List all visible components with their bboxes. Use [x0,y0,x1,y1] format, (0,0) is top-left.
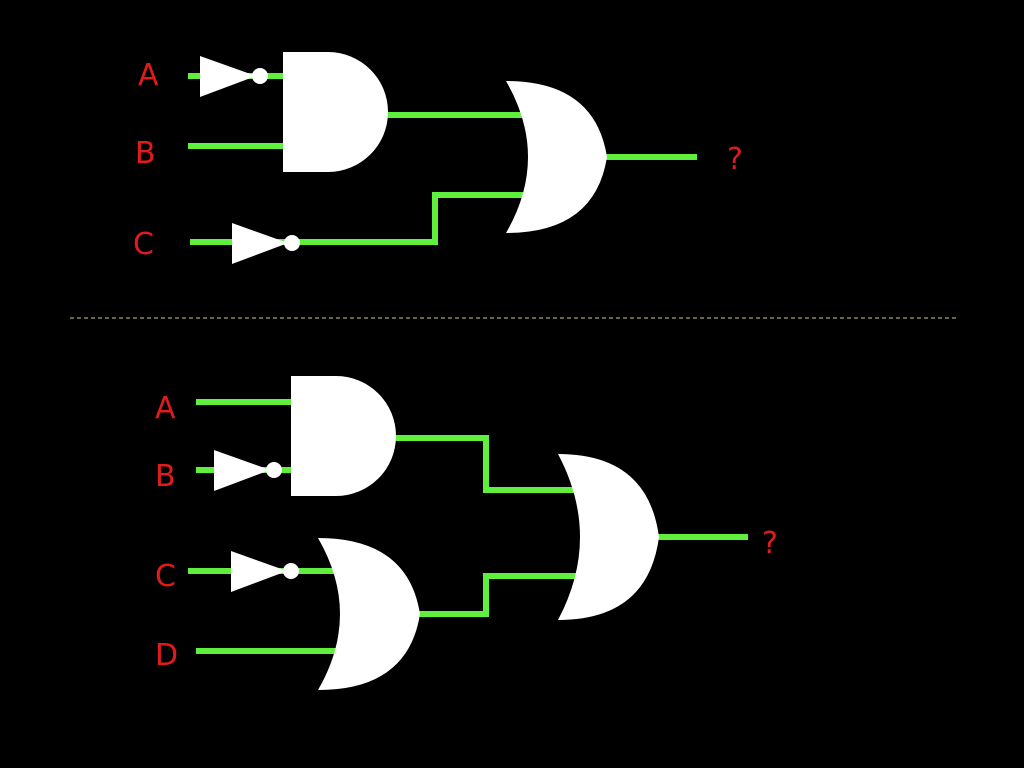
bottom-output-label: ? [762,526,778,561]
bottom-input-label-b: B [155,459,176,494]
bottom-circuit: A B C D ? [155,376,778,690]
top-not-gate-c [232,223,300,264]
not-gate-bubble [266,462,282,478]
top-input-label-c: C [133,227,154,262]
not-gate-bubble [284,235,300,251]
bottom-and-gate [291,376,396,496]
bottom-or-gate-output [558,454,659,620]
top-or-gate [506,81,607,233]
not-gate-triangle [232,223,288,264]
top-and-gate [283,52,388,172]
bottom-wire-or-to-or [418,573,580,617]
top-input-label-a: A [138,58,159,93]
bottom-wires [188,399,748,654]
top-wires [188,73,697,245]
not-gate-triangle [200,56,256,97]
top-circuit: A B C ? [133,52,743,264]
top-input-label-b: B [135,136,156,171]
bottom-or-gate-inner [318,538,420,690]
top-gates [200,52,607,264]
not-gate-bubble [252,68,268,84]
bottom-not-gate-c [231,551,299,592]
bottom-not-gate-b [214,450,282,491]
bottom-input-label-d: D [155,638,178,673]
bottom-input-label-a: A [155,391,176,426]
top-output-label: ? [727,142,743,177]
bottom-gates [214,376,659,690]
top-wire-c [190,192,530,245]
top-not-gate-a [200,56,268,97]
not-gate-triangle [231,551,287,592]
bottom-wire-and-to-or [392,435,580,493]
not-gate-triangle [214,450,270,491]
bottom-input-label-c: C [155,559,176,594]
not-gate-bubble [283,563,299,579]
